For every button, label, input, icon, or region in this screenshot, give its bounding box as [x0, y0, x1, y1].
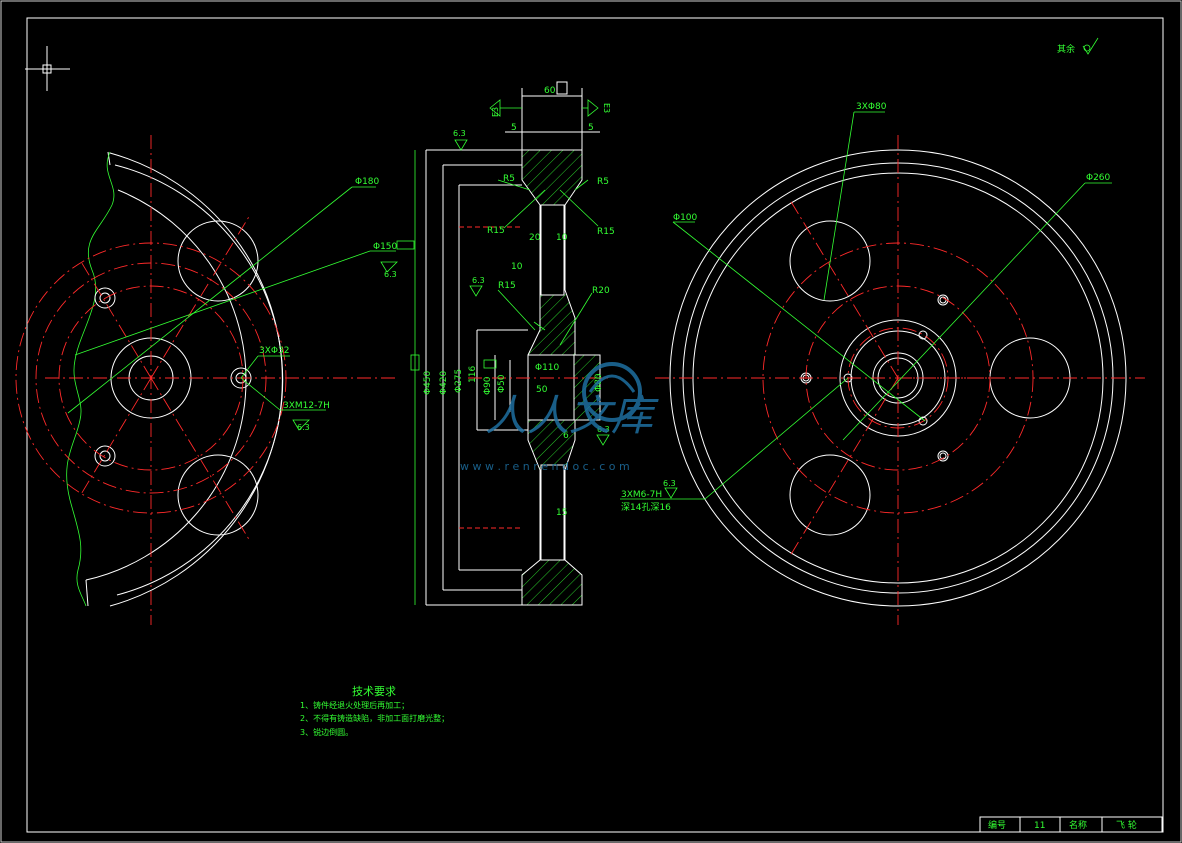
dim-5b: 5 — [588, 123, 594, 133]
label-right-finish: 6.3 — [663, 479, 676, 488]
dim-d110: Φ110 — [535, 363, 560, 373]
dim-10a: 10 — [556, 233, 568, 243]
dim-d50: Φ50 — [497, 374, 507, 393]
dim-r15b: R15 — [597, 227, 615, 237]
inner-frame — [26, 17, 1164, 833]
dim-d275: Φ275 — [454, 369, 464, 393]
crosshair-cursor-icon[interactable] — [25, 46, 70, 91]
notes-item-1: 1、铸件经退火处理后再加工； — [300, 700, 409, 710]
watermark-url: w w w . r e n r e n d o c . c o m — [460, 460, 630, 473]
dim-d90: Φ90 — [483, 376, 493, 395]
dim-d450: Φ450 — [423, 370, 433, 395]
label-3xm6: 3XM6-7H — [621, 490, 662, 500]
dim-d420: Φ420 — [439, 370, 449, 395]
label-3xm12: 3XM12-7H — [283, 401, 330, 411]
dim-6: 6 — [563, 431, 569, 441]
title-block — [979, 816, 1163, 833]
section-view — [410, 81, 612, 606]
dim-r5a: R5 — [503, 174, 515, 184]
label-d260: Φ260 — [1086, 173, 1111, 183]
dim-r15a: R15 — [487, 226, 505, 236]
title-number-value: 11 — [1034, 821, 1045, 831]
dim-r20: R20 — [592, 286, 610, 296]
label-3xd32: 3XΦ32 — [259, 346, 289, 356]
dim-116: 116 — [468, 366, 478, 383]
finish-top: 6.3 — [453, 129, 466, 138]
label-left-finish: 6.3 — [384, 270, 397, 279]
label-e3-left: E3 — [491, 107, 500, 117]
dim-r15c: R15 — [498, 281, 516, 291]
dim-10b: 10 — [511, 262, 523, 272]
watermark-text: 人人文库 — [485, 391, 659, 440]
watermark: 人人文库 w w w . r e n r e n d o c . c o m — [460, 362, 659, 473]
label-d150: Φ150 — [373, 242, 398, 252]
notes-item-2: 2、不得有铸造缺陷，非加工面打磨光整； — [300, 713, 449, 723]
dim-50: 50 — [536, 385, 548, 395]
notes-item-3: 3、锐边倒圆。 — [300, 727, 353, 737]
label-left-finish2: 6.3 — [297, 423, 310, 432]
finish-mid: 6.3 — [472, 276, 485, 285]
notes-title: 技术要求 — [352, 685, 396, 698]
label-3xd80: 3XΦ80 — [856, 102, 887, 112]
dim-r5b: R5 — [597, 177, 609, 187]
label-d100: Φ100 — [673, 213, 698, 223]
finish-right: 6.3 — [597, 425, 610, 434]
label-e3-right: E3 — [602, 103, 611, 113]
title-number-label: 编号 — [988, 819, 1006, 831]
surface-finish-other: 其余 — [1057, 37, 1099, 55]
label-d180: Φ180 — [355, 177, 380, 187]
label-depth: 深14孔深16 — [621, 502, 671, 513]
dim-5a: 5 — [511, 123, 517, 133]
title-name-value: 飞 轮 — [1116, 819, 1137, 831]
dim-15: 15 — [556, 508, 567, 518]
dim-60: 60 — [544, 86, 556, 96]
left-view — [15, 135, 415, 625]
title-name-label: 名称 — [1069, 819, 1087, 831]
svg-text:其余: 其余 — [1057, 43, 1075, 55]
dim-20: 20 — [529, 233, 541, 243]
right-view — [620, 111, 1145, 625]
